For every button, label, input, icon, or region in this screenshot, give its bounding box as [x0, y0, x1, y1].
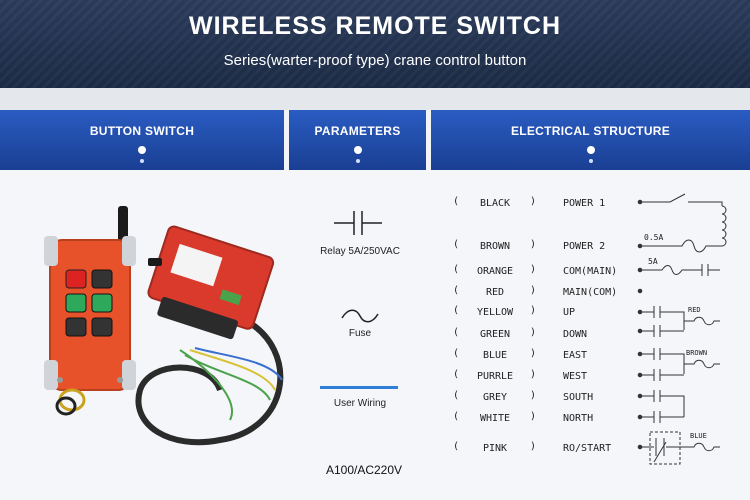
- paren-close: ): [530, 285, 537, 296]
- wire-color: RED: [485, 287, 505, 298]
- transmitter-screw: [57, 377, 63, 383]
- header-banner: WIRELESS REMOTE SWITCH Series(warter-pro…: [0, 0, 750, 88]
- user-wiring-label: User Wiring: [333, 398, 387, 409]
- receiver-base: [157, 296, 238, 340]
- tab-dot-small-icon: [355, 159, 360, 163]
- paren-close: ): [530, 327, 537, 338]
- button-down: [91, 293, 113, 313]
- wire-color: GREY: [482, 392, 508, 403]
- separator-band: [0, 88, 750, 110]
- wire-color: ORANGE: [476, 266, 514, 277]
- user-wiring-line: [320, 386, 398, 389]
- tab-dot-icon: [353, 146, 362, 154]
- paren-close: ): [530, 239, 537, 250]
- transmitter-bumper: [122, 236, 136, 266]
- button-west: [91, 317, 113, 337]
- paren-close: ): [530, 264, 537, 275]
- fuse1-label: 0.5A: [644, 233, 663, 242]
- header-pattern: [0, 0, 750, 88]
- tab-button-switch: BUTTON SWITCH: [0, 110, 284, 170]
- button-east: [65, 317, 87, 337]
- wire-color: BLUE: [482, 350, 508, 361]
- wire-color: BROWN: [479, 241, 511, 252]
- wire-function: UP: [563, 307, 576, 318]
- page-subtitle: Series(warter-proof type) crane control …: [223, 52, 527, 69]
- tab-dot-icon: [586, 146, 595, 154]
- wire-color: YELLOW: [476, 307, 514, 318]
- tab-label: ELECTRICAL STRUCTURE: [510, 124, 671, 138]
- relay-label: Relay 5A/250VAC: [320, 246, 400, 257]
- fuse-symbol-icon: [341, 309, 379, 323]
- wire-color: BLACK: [479, 198, 511, 209]
- receiver-tag: [219, 289, 242, 306]
- cable-wires: [194, 347, 283, 381]
- paren-close: ): [530, 348, 537, 359]
- tab-label: BUTTON SWITCH: [89, 124, 195, 138]
- paren-open: (: [453, 348, 460, 359]
- paren-open: (: [453, 239, 460, 250]
- wire-function: MAIN(COM): [563, 287, 618, 298]
- product-illustration: [44, 206, 284, 446]
- paren-close: ): [530, 196, 537, 207]
- paren-open: (: [453, 390, 460, 401]
- model-label: A100/AC220V: [325, 463, 403, 477]
- wire-function: POWER 2: [563, 241, 606, 252]
- transmitter-bumper: [44, 360, 58, 390]
- transmitter-body: [49, 239, 131, 391]
- wire-function: POWER 1: [563, 198, 606, 209]
- wire-color: GREEN: [479, 329, 511, 340]
- page-title: WIRELESS REMOTE SWITCH: [189, 12, 561, 40]
- paren-open: (: [453, 285, 460, 296]
- tab-dot-small-icon: [140, 159, 144, 163]
- button-start: [91, 269, 113, 289]
- wiring-schematic: 0.5A 5A RED BROWN BLUE: [637, 193, 727, 465]
- paren-close: ): [530, 411, 537, 422]
- relay1-label: RED: [688, 306, 701, 314]
- paren-open: (: [453, 411, 460, 422]
- transmitter-bumper: [122, 360, 136, 390]
- relay-symbol-icon: [334, 211, 382, 235]
- fuse2-label: 5A: [648, 257, 658, 266]
- fuse-label: Fuse: [348, 328, 372, 339]
- paren-close: ): [530, 369, 537, 380]
- wire-function: SOUTH: [563, 392, 594, 403]
- paren-open: (: [453, 441, 460, 452]
- paren-open: (: [453, 369, 460, 380]
- receiver-antenna: [148, 258, 162, 266]
- cable-wires: [189, 349, 276, 391]
- receiver-unit: [147, 225, 275, 340]
- transmitter-bumper: [44, 236, 58, 266]
- tab-dot-small-icon: [588, 159, 593, 163]
- receiver-label: [170, 243, 223, 287]
- transmitter-screw: [117, 377, 123, 383]
- relay3-label: BLUE: [690, 432, 707, 440]
- key-ring: [55, 396, 77, 416]
- wire-function: NORTH: [563, 413, 594, 424]
- wire-function: COM(MAIN): [563, 266, 618, 277]
- relay2-label: BROWN: [686, 349, 707, 357]
- paren-close: ): [530, 305, 537, 316]
- tab-label: PARAMETERS: [314, 124, 401, 138]
- transmitter-antenna: [118, 206, 128, 246]
- button-stop: [65, 269, 87, 289]
- paren-open: (: [453, 305, 460, 316]
- button-up: [65, 293, 87, 313]
- paren-open: (: [453, 196, 460, 207]
- wire-color: PURRLE: [476, 371, 514, 382]
- cable-wires: [179, 349, 271, 421]
- wire-function: WEST: [563, 371, 588, 382]
- receiver-cable: [135, 317, 284, 446]
- paren-close: ): [530, 441, 537, 452]
- paren-open: (: [453, 327, 460, 338]
- wire-function: EAST: [563, 350, 588, 361]
- wire-function: RO/START: [563, 443, 612, 454]
- tab-dot-icon: [138, 146, 146, 154]
- paren-open: (: [453, 264, 460, 275]
- wire-color: PINK: [482, 443, 508, 454]
- tab-electrical-structure: ELECTRICAL STRUCTURE: [431, 110, 750, 170]
- paren-close: ): [530, 390, 537, 401]
- tab-parameters: PARAMETERS: [289, 110, 426, 170]
- wire-color: WHITE: [479, 413, 511, 424]
- wire-function: DOWN: [563, 329, 588, 340]
